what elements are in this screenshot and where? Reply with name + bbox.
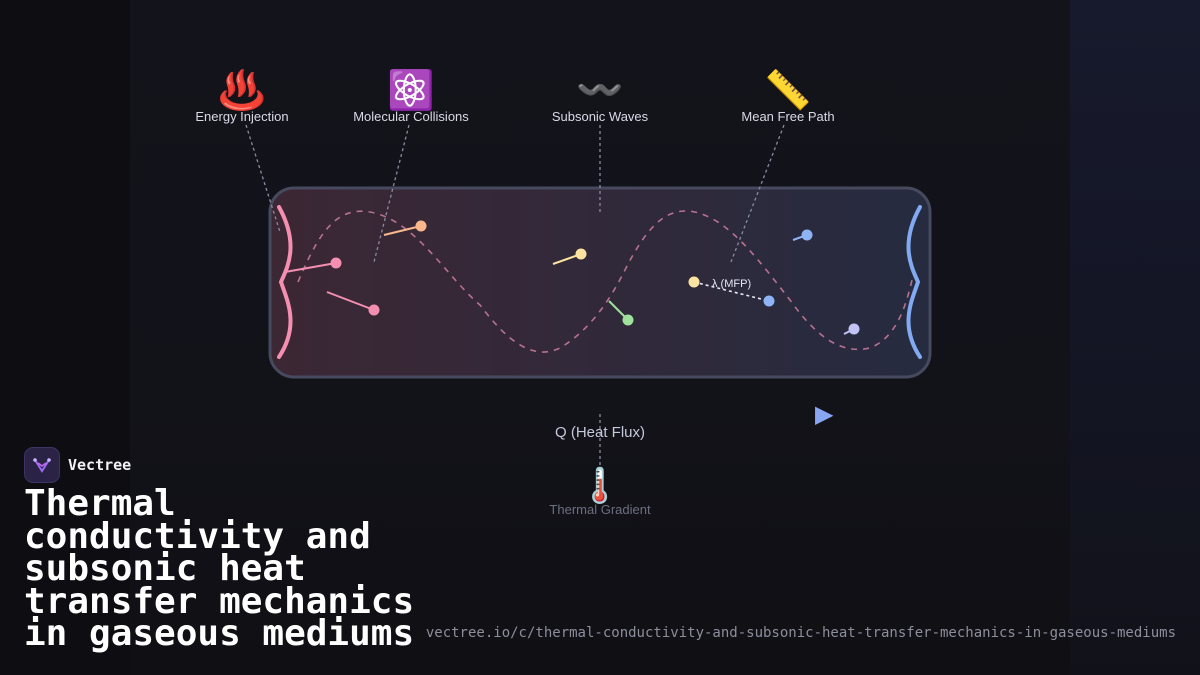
play-arrow-icon[interactable]: ▶ [815, 400, 834, 428]
logo-mark [33, 458, 51, 473]
energy-injection-text: Energy Injection [195, 109, 289, 124]
molecule [575, 248, 587, 260]
leader-lines [245, 124, 785, 476]
background-right-panel [1070, 0, 1200, 675]
leader-energy-injection [245, 124, 281, 233]
wavy-dash-icon: 〰️ [576, 68, 624, 112]
page-title: Thermal conductivity and subsonic heat t… [24, 483, 415, 654]
velocity-trail [383, 225, 422, 236]
mfp-label: λ (MFP) [712, 278, 751, 290]
thermal-gradient-text: Thermal Gradient [549, 502, 651, 517]
thermal-gradient-marker: 🌡️ Thermal Gradient [520, 466, 680, 517]
hot-wall [277, 205, 293, 359]
molecule [801, 229, 813, 241]
mean-free-path-text: Mean Free Path [741, 109, 835, 124]
molecule [622, 314, 634, 326]
vectree-logo-icon [24, 447, 60, 483]
leader-mean-free-path [730, 124, 785, 263]
molecule [330, 257, 342, 269]
heat-flux-label: Q (Heat Flux) [554, 424, 645, 441]
gas-chamber [268, 186, 932, 379]
label-molecular-collisions: ⚛️ Molecular Collisions [331, 68, 491, 124]
label-mean-free-path: 📏 Mean Free Path [708, 68, 868, 124]
molecule [368, 304, 380, 316]
subsonic-waves-text: Subsonic Waves [551, 109, 649, 124]
molecule [688, 276, 700, 288]
brand-name: Vectree [68, 456, 132, 474]
ruler-icon: 📏 [764, 68, 812, 112]
label-subsonic-waves: 〰️ Subsonic Waves [520, 68, 680, 124]
brand: Vectree [24, 447, 131, 483]
molecule [415, 220, 427, 232]
background-left-panel [0, 0, 130, 675]
molecular-collisions-text: Molecular Collisions [353, 109, 469, 124]
page-url[interactable]: vectree.io/c/thermal-conductivity-and-su… [425, 625, 1176, 641]
atom-icon: ⚛️ [387, 68, 435, 112]
gas-molecules [284, 220, 860, 335]
hot-springs-icon: ♨️ [218, 68, 266, 112]
mean-free-path-segment [693, 281, 770, 302]
velocity-trail [326, 291, 375, 311]
label-energy-injection: ♨️ Energy Injection [162, 68, 322, 124]
thermometer-icon: 🌡️ [578, 466, 622, 506]
subsonic-wave-curve [297, 210, 913, 353]
cold-wall [906, 205, 922, 359]
molecule [763, 295, 775, 307]
molecule [848, 323, 860, 335]
velocity-trail [284, 262, 337, 273]
